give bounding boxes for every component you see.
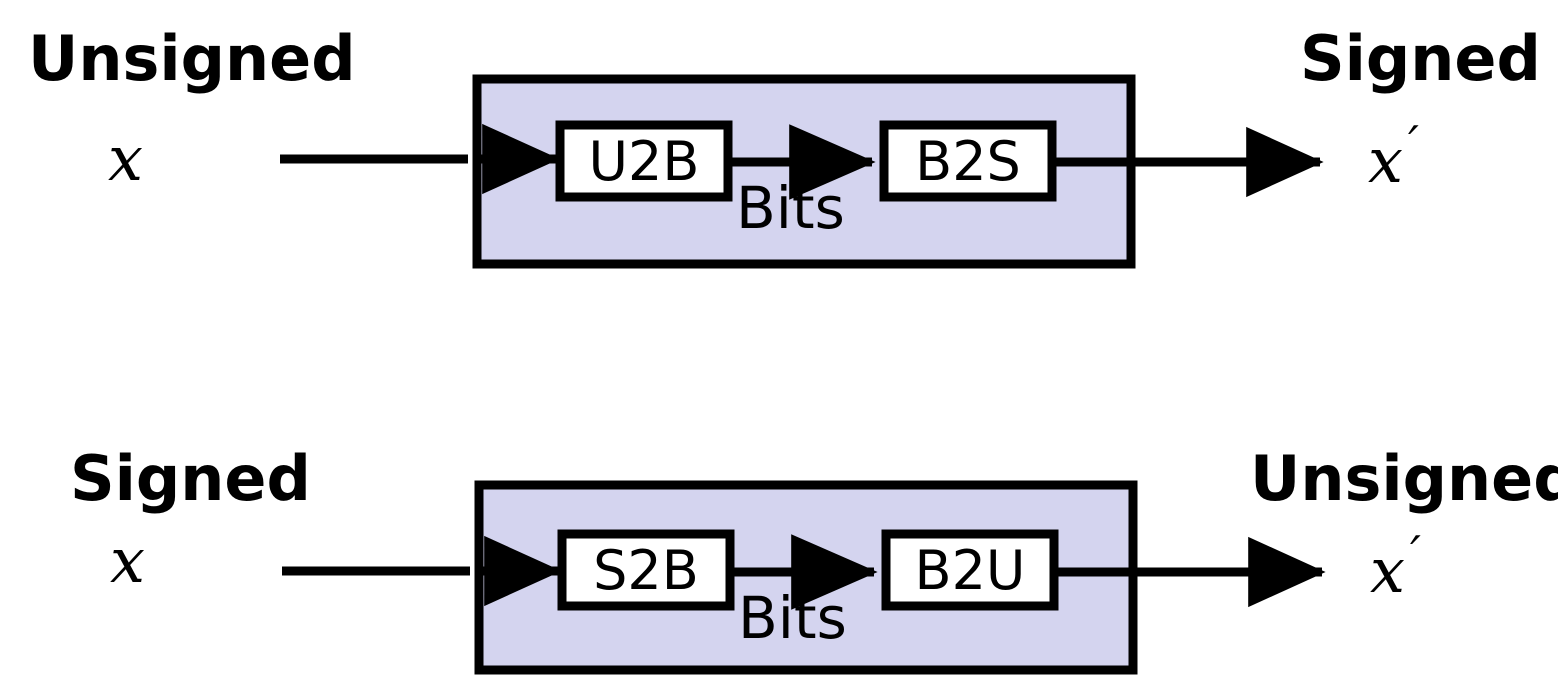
row2-right-label: Unsigned bbox=[1250, 442, 1558, 515]
row2-bits-label: Bits bbox=[738, 584, 847, 652]
row2-left-label: Signed bbox=[70, 442, 311, 515]
row2-stage-s2b-label: S2B bbox=[593, 539, 699, 602]
row1-output-variable: x bbox=[1368, 124, 1403, 197]
row-signed-to-unsigned: Signed x S2B Bits B2U Unsigned bbox=[70, 442, 1558, 675]
row1-stage-u2b-label: U2B bbox=[589, 130, 700, 193]
row2-output-variable: x bbox=[1370, 534, 1405, 607]
row1-stage-b2s-box bbox=[879, 120, 1057, 202]
row2-stage-b2u-label: B2U bbox=[915, 539, 1026, 602]
row1-left-label: Unsigned bbox=[28, 22, 356, 95]
row1-stage-u2b-box bbox=[555, 120, 733, 202]
row1-output-prime: ′ bbox=[1408, 116, 1419, 172]
row2-output-prime: ′ bbox=[1410, 526, 1421, 582]
row-unsigned-to-signed: Unsigned x U2B Bits B2S Signed bbox=[28, 22, 1541, 269]
row2-stage-s2b-box bbox=[557, 529, 735, 611]
row2-stage-b2u-box bbox=[881, 529, 1059, 611]
row2-input-variable: x bbox=[110, 524, 145, 597]
row1-bits-label: Bits bbox=[736, 174, 845, 242]
row1-input-variable: x bbox=[108, 122, 143, 195]
row1-stage-b2s-label: B2S bbox=[915, 130, 1021, 193]
row1-right-label: Signed bbox=[1300, 22, 1541, 95]
